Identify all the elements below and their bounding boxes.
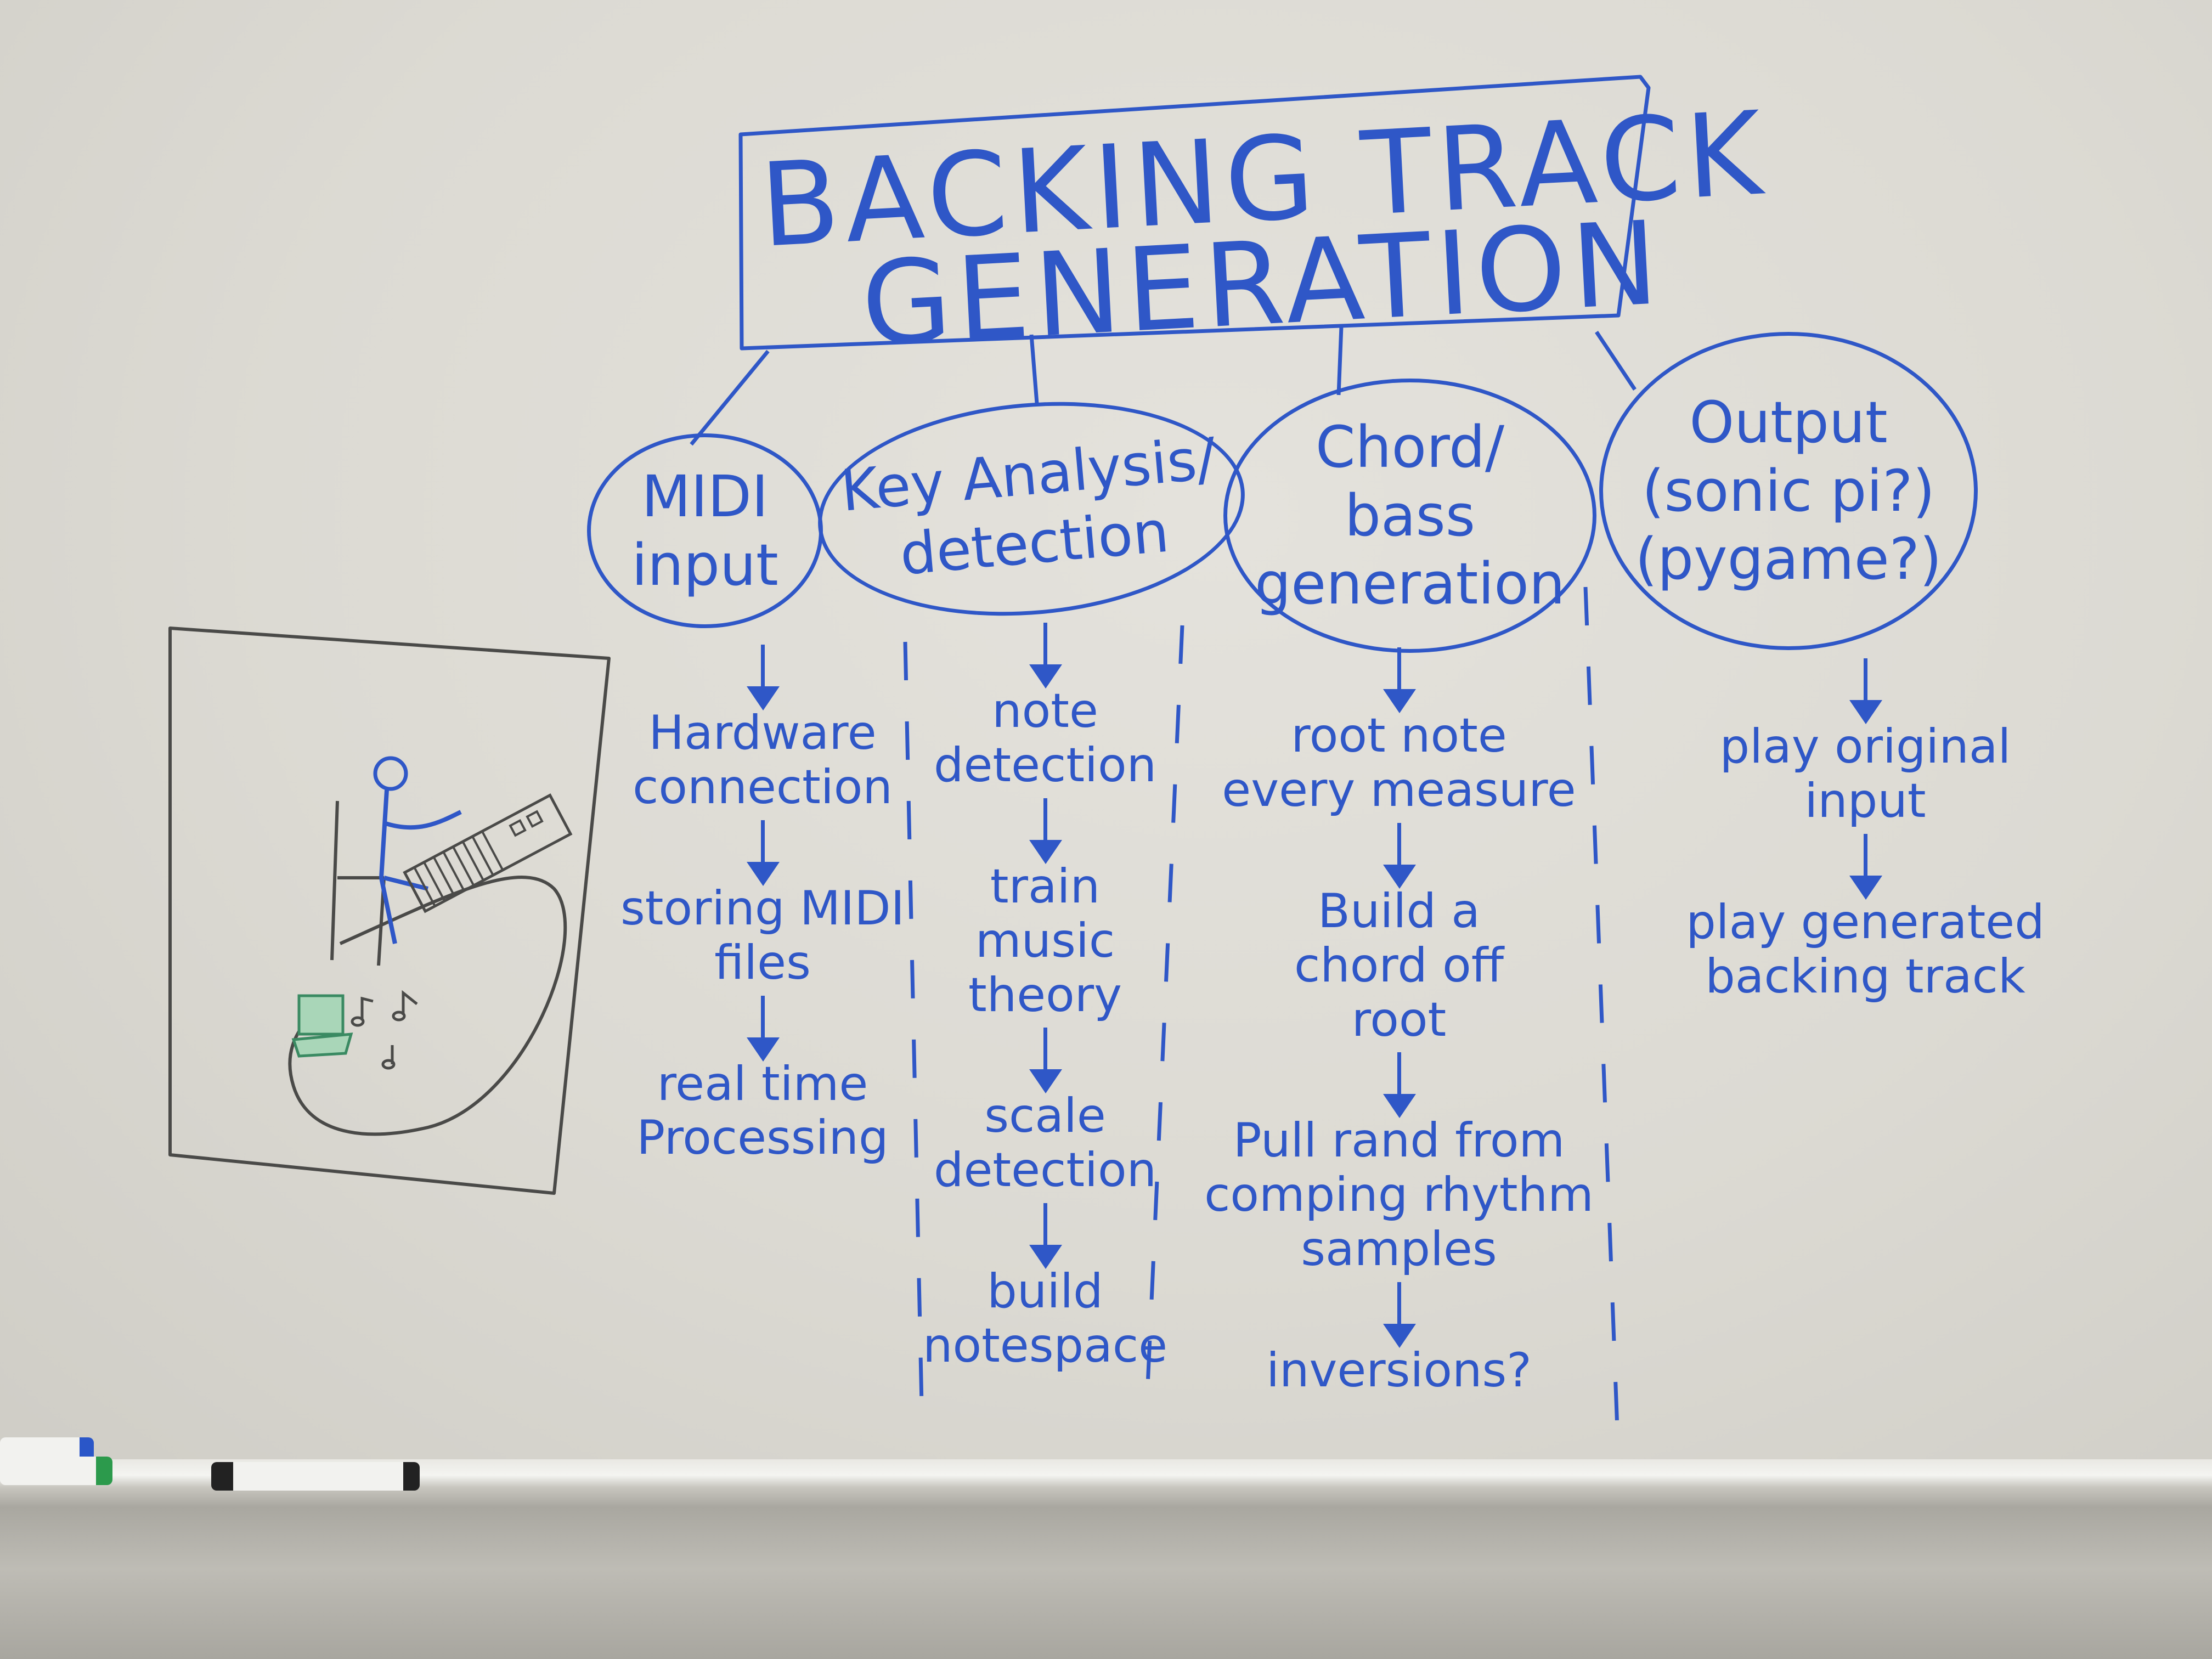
connector-midi (690, 349, 770, 446)
step-label: build (987, 1264, 1103, 1319)
person-body-sketch (379, 789, 462, 944)
node-label: MIDI (641, 462, 769, 530)
step-label: note (992, 684, 1098, 738)
black-marker[interactable] (211, 1462, 420, 1491)
step-label: inversions? (1266, 1343, 1532, 1398)
node-label: input (631, 531, 778, 599)
down-arrow-icon (1849, 658, 1882, 724)
step-label: music (975, 913, 1115, 968)
down-arrow-icon (746, 820, 780, 886)
music-note-icon (351, 990, 418, 1070)
title-box (738, 75, 1651, 351)
node-output: Output (sonic pi?) (pygame?) (1599, 332, 1978, 650)
down-arrow-icon (1029, 1203, 1062, 1269)
down-arrow-icon (1383, 822, 1416, 889)
step-label: train (990, 859, 1101, 914)
step-label: scale (984, 1088, 1106, 1144)
step-label: Hardware (648, 706, 877, 760)
node-label: (pygame?) (1635, 526, 1942, 593)
step-label: backing track (1705, 949, 2025, 1004)
step-label: root (1351, 992, 1447, 1047)
sketch-frame (168, 627, 611, 1195)
whiteboard (0, 0, 2212, 1476)
step-label: root note (1291, 708, 1507, 763)
step-label: samples (1301, 1222, 1497, 1277)
step-label: connection (633, 759, 893, 815)
down-arrow-icon (1383, 1052, 1416, 1119)
node-label: generation (1255, 550, 1565, 618)
column-key-analysis: note detection train music theory scale … (916, 617, 1174, 1373)
step-label: real time (657, 1056, 868, 1111)
step-label: storing MIDI (620, 881, 905, 936)
step-label: chord off (1294, 938, 1504, 993)
marker-tray (0, 1459, 2212, 1659)
step-label: Pull rand from (1233, 1113, 1565, 1169)
step-label: every measure (1222, 762, 1576, 817)
step-label: files (714, 935, 811, 990)
node-label: (sonic pi?) (1641, 457, 1936, 524)
down-arrow-icon (1383, 647, 1416, 713)
stool-sketch (330, 800, 386, 966)
step-label: theory (968, 967, 1122, 1023)
step-label: play generated (1686, 894, 2045, 950)
green-marker[interactable] (0, 1457, 112, 1485)
connector-output (1595, 331, 1637, 391)
node-chord-bass: Chord/ bass generation (1223, 379, 1596, 653)
step-label: play original (1719, 719, 2011, 774)
step-label: Processing (636, 1110, 889, 1166)
midi-keyboard-icon (403, 793, 573, 913)
node-midi-input: MIDI input (587, 433, 823, 628)
node-label: Chord/ (1315, 413, 1505, 481)
device-sketch (297, 994, 345, 1036)
column-chord-bass: root note every measure Build a chord of… (1201, 642, 1596, 1398)
connector-chord (1336, 326, 1344, 396)
column-midi-input: Hardware connection storing MIDI files r… (609, 639, 916, 1165)
connector-key (1029, 334, 1039, 404)
step-label: input (1804, 773, 1926, 828)
step-label: Build a (1318, 883, 1480, 939)
piano-body-sketch (288, 876, 567, 1136)
down-arrow-icon (1029, 623, 1062, 689)
down-arrow-icon (1383, 1282, 1416, 1348)
step-label: detection (933, 1143, 1157, 1198)
step-label: comping rhythm (1204, 1167, 1594, 1223)
down-arrow-icon (1029, 798, 1062, 864)
down-arrow-icon (1849, 833, 1882, 900)
down-arrow-icon (1029, 1028, 1062, 1094)
person-head-icon (373, 756, 408, 791)
down-arrow-icon (746, 645, 780, 710)
down-arrow-icon (746, 995, 780, 1062)
node-label: Output (1689, 388, 1888, 456)
column-output: play original input play generated backi… (1624, 653, 2107, 1004)
node-label: bass (1344, 482, 1476, 549)
step-label: detection (933, 737, 1157, 793)
step-label: notespace (922, 1318, 1168, 1374)
separator-2 (1144, 625, 1184, 1410)
